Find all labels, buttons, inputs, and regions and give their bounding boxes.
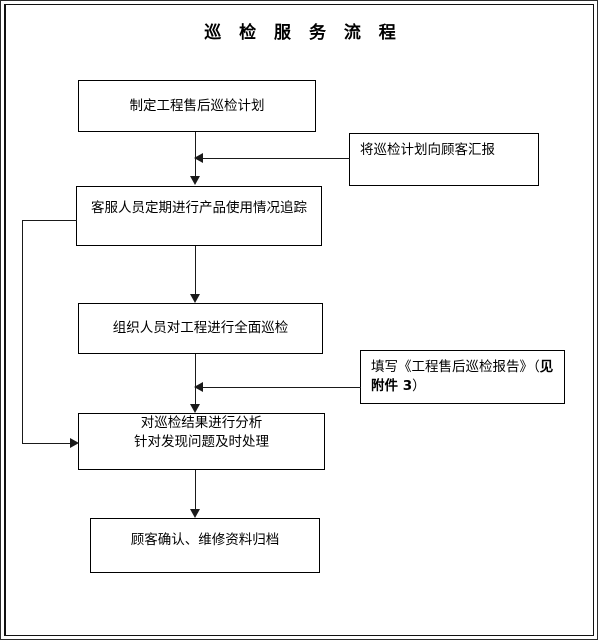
node-tracking-label: 客服人员定期进行产品使用情况追踪 — [91, 200, 307, 216]
node-tracking[interactable]: 客服人员定期进行产品使用情况追踪 — [76, 186, 322, 246]
loop-bottom-segment — [22, 443, 72, 444]
node-analyze-line2: 针对发现问题及时处理 — [134, 434, 269, 450]
connector-fill-report-arrow — [194, 382, 203, 392]
loop-arrow-into-analyze — [70, 438, 79, 448]
node-fill-report-prefix: 填写《工程售后巡检报告》（ — [371, 359, 540, 375]
connector-inspection-to-analyze-arrow — [190, 404, 200, 413]
connector-report-plan-line — [203, 158, 350, 159]
node-fill-report-suffix: ） — [412, 378, 426, 394]
connector-tracking-to-inspection-line — [195, 246, 196, 296]
node-fill-report[interactable]: 填写《工程售后巡检报告》（见附件 3） — [360, 350, 565, 404]
loop-top-segment — [22, 220, 77, 221]
connector-fill-report-line — [203, 387, 361, 388]
node-fill-report-label: 填写《工程售后巡检报告》（见附件 3） — [361, 351, 564, 396]
node-fill-report-attachment-ref: 见附件 3 — [371, 359, 554, 394]
connector-tracking-to-inspection-arrow — [190, 294, 200, 303]
connector-analyze-to-archive-arrow — [190, 509, 200, 518]
node-analyze[interactable]: 对巡检结果进行分析 针对发现问题及时处理 — [78, 413, 325, 470]
node-plan-label: 制定工程售后巡检计划 — [129, 97, 265, 114]
node-full-inspection-label: 组织人员对工程进行全面巡检 — [112, 320, 289, 336]
node-report-plan-to-customer[interactable]: 将巡检计划向顾客汇报 — [349, 133, 539, 186]
connector-inspection-to-analyze-line — [195, 354, 196, 407]
node-report-plan-to-customer-label: 将巡检计划向顾客汇报 — [360, 142, 495, 158]
node-archive[interactable]: 顾客确认、维修资料归档 — [90, 518, 320, 573]
loop-left-segment — [22, 220, 23, 443]
node-archive-label: 顾客确认、维修资料归档 — [130, 532, 280, 548]
node-analyze-line1: 对巡检结果进行分析 — [140, 415, 263, 431]
connector-analyze-to-archive-line — [195, 470, 196, 512]
node-plan[interactable]: 制定工程售后巡检计划 — [78, 80, 316, 132]
page-title: 巡 检 服 务 流 程 — [204, 23, 402, 43]
node-full-inspection[interactable]: 组织人员对工程进行全面巡检 — [78, 303, 323, 354]
connector-plan-to-tracking-arrow — [190, 176, 200, 185]
connector-report-plan-arrow — [194, 153, 203, 163]
